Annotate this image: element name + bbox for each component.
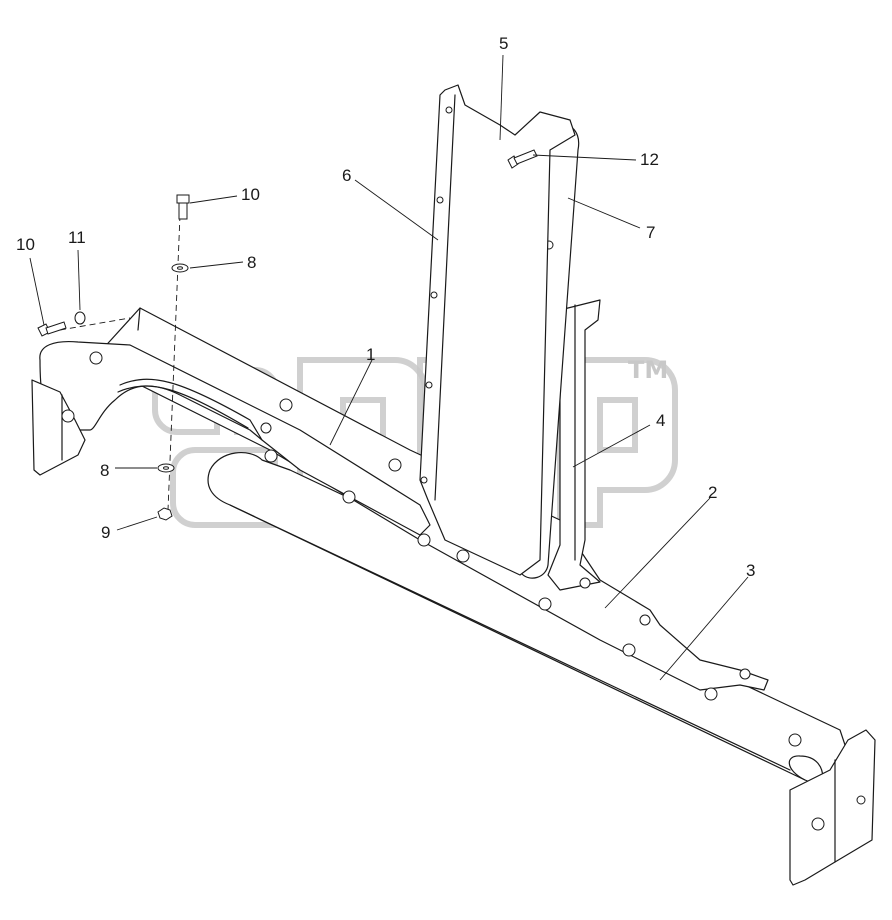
callout-8-bottom: 8 <box>100 461 109 480</box>
part-5-plate <box>419 84 576 576</box>
callout-10-left: 10 <box>16 235 35 254</box>
callout-10-top: 10 <box>241 185 260 204</box>
leader-lines <box>29 54 749 681</box>
callout-3: 3 <box>746 561 755 580</box>
callout-8-top: 8 <box>247 253 256 272</box>
callout-labels: 5 6 7 12 1 4 2 3 10 8 8 9 10 11 <box>16 34 755 580</box>
callout-4: 4 <box>656 411 665 430</box>
callout-1: 1 <box>366 345 375 364</box>
loose-hardware <box>37 149 538 521</box>
callout-2: 2 <box>708 483 717 502</box>
part-1-channel <box>31 340 431 536</box>
callout-9: 9 <box>101 523 110 542</box>
rail-nuts <box>89 351 802 747</box>
watermark-trademark: TM <box>628 356 668 384</box>
callout-7: 7 <box>646 223 655 242</box>
callout-12: 12 <box>640 150 659 169</box>
callout-5: 5 <box>499 34 508 53</box>
part-3-lower-rail <box>207 452 876 886</box>
callout-11: 11 <box>68 228 86 247</box>
callout-6: 6 <box>342 166 351 185</box>
